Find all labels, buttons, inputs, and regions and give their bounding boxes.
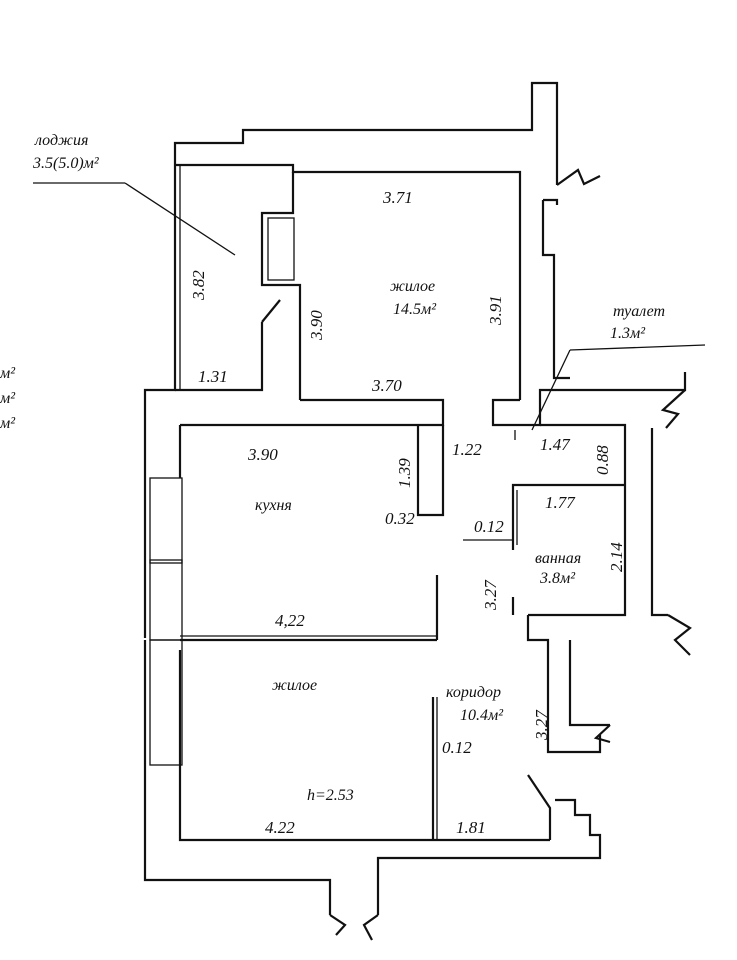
dim-3-90-vertical: 3.90 bbox=[307, 310, 326, 341]
loggia-area: 3.5(5.0)м² bbox=[32, 155, 100, 172]
legend-fragment-2: м² bbox=[0, 390, 16, 407]
dim-3-71: 3.71 bbox=[382, 188, 413, 207]
room-labels: лоджия 3.5(5.0)м² жилое 14.5м² туалет 1.… bbox=[0, 132, 665, 804]
loggia-name: лоджия bbox=[34, 132, 88, 149]
dim-3-91: 3.91 bbox=[486, 295, 505, 326]
dim-1-31: 1.31 bbox=[198, 367, 228, 386]
dim-0-12-top: 0.12 bbox=[474, 517, 504, 536]
living-top-name: жилое bbox=[390, 278, 435, 295]
dim-3-27-right: 3.27 bbox=[532, 709, 551, 741]
corridor-name: коридор bbox=[446, 684, 501, 701]
ceiling-height: h=2.53 bbox=[307, 787, 354, 804]
dimension-labels: 3.71 3.82 3.90 3.91 1.31 3.70 3.90 1.39 … bbox=[189, 188, 626, 837]
dim-1-47: 1.47 bbox=[540, 435, 571, 454]
walls bbox=[143, 81, 692, 941]
bathroom-name: ванная bbox=[535, 550, 581, 567]
toilet-name: туалет bbox=[613, 303, 665, 320]
legend-fragment-3: м² bbox=[0, 415, 16, 432]
dim-3-27-left: 3.27 bbox=[481, 579, 500, 611]
dim-1-77: 1.77 bbox=[545, 493, 576, 512]
dim-0-88: 0.88 bbox=[593, 445, 612, 475]
dim-2-14: 2.14 bbox=[607, 542, 626, 572]
living-top-area: 14.5м² bbox=[393, 301, 437, 318]
kitchen-name: кухня bbox=[255, 497, 292, 514]
dim-1-22: 1.22 bbox=[452, 440, 482, 459]
bathroom-area: 3.8м² bbox=[539, 570, 576, 587]
dim-1-39: 1.39 bbox=[395, 458, 414, 488]
dim-4-22-top: 4,22 bbox=[275, 611, 305, 630]
dim-3-90-horizontal: 3.90 bbox=[247, 445, 278, 464]
dim-0-12-bottom: 0.12 bbox=[442, 738, 472, 757]
corridor-area: 10.4м² bbox=[460, 707, 504, 724]
dim-3-82: 3.82 bbox=[189, 270, 208, 301]
legend-fragment-1: м² bbox=[0, 365, 16, 382]
toilet-area: 1.3м² bbox=[610, 325, 646, 342]
dim-4-22-bottom: 4.22 bbox=[265, 818, 295, 837]
living-bottom-name: жилое bbox=[272, 677, 317, 694]
dim-0-32: 0.32 bbox=[385, 509, 415, 528]
dim-1-81: 1.81 bbox=[456, 818, 486, 837]
dim-3-70: 3.70 bbox=[371, 376, 402, 395]
leader-lines bbox=[33, 182, 706, 431]
